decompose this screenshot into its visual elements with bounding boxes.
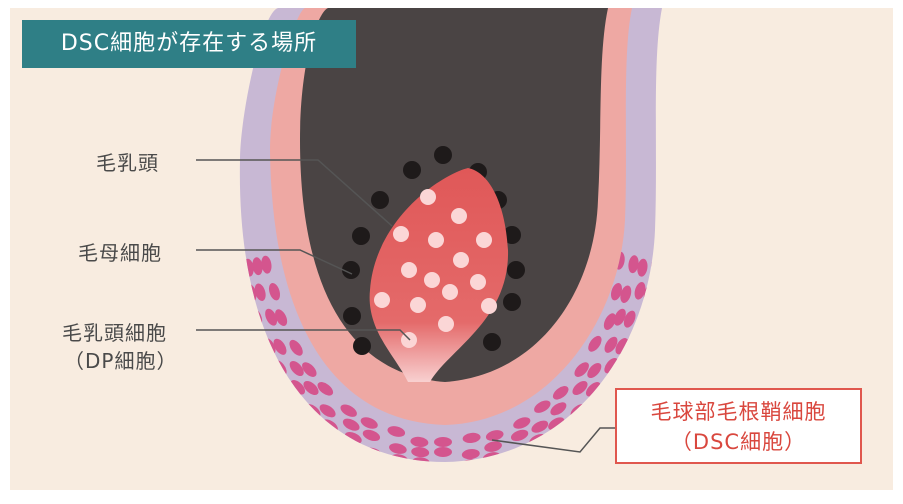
dsc-cell	[387, 426, 406, 437]
dp-cell	[424, 272, 440, 288]
dsc-cell	[289, 339, 303, 356]
dsc-cell	[317, 382, 334, 396]
dsc-cell	[389, 443, 407, 454]
dsc-cell	[531, 420, 549, 433]
dsc-cell	[604, 336, 618, 353]
dsc-cell	[362, 429, 381, 442]
dsc-cell	[513, 417, 531, 429]
dsc-cell	[461, 449, 480, 460]
dsc-cell	[302, 362, 317, 377]
dsc-cell	[434, 437, 452, 447]
dsc-cell	[319, 404, 336, 418]
matrix-cell	[352, 227, 370, 245]
label-dp-cells-abbr: （DP細胞）	[64, 349, 178, 373]
dsc-cell	[303, 380, 319, 396]
dsc-cell	[261, 255, 272, 274]
label-matrix-cells: 毛母細胞	[78, 241, 162, 265]
callout-line-1: 毛球部毛根鞘細胞	[650, 400, 827, 424]
dsc-cell	[434, 447, 452, 457]
dp-cell	[374, 292, 390, 308]
dp-cell	[438, 316, 454, 332]
dsc-cell	[585, 382, 601, 397]
dp-cell	[481, 298, 497, 314]
dp-cell	[453, 252, 469, 268]
dsc-cell	[342, 418, 360, 431]
dermal-papilla	[369, 168, 509, 382]
matrix-cell	[403, 161, 421, 179]
dsc-cell	[265, 308, 278, 326]
matrix-cell	[507, 261, 525, 279]
matrix-cell	[353, 337, 371, 355]
dsc-cell	[411, 447, 430, 458]
matrix-cell	[371, 191, 389, 209]
dsc-cell	[360, 417, 378, 429]
leader-line-papilla	[196, 159, 393, 227]
dsc-cell	[550, 402, 567, 416]
matrix-cell	[503, 226, 521, 244]
dsc-cell	[588, 335, 602, 352]
dsc-cell	[510, 429, 529, 442]
dp-cell	[420, 189, 436, 205]
dp-cell	[451, 208, 467, 224]
leader-lines	[196, 159, 615, 453]
diagram-title: DSC細胞が存在する場所	[22, 20, 356, 68]
callout-line-2: （DSC細胞）	[670, 430, 807, 454]
label-dp-cells: 毛乳頭細胞	[62, 321, 167, 345]
leader-line-dsc	[491, 427, 615, 453]
dsc-cell	[572, 380, 588, 396]
matrix-cell	[342, 261, 360, 279]
dsc-cell	[290, 380, 306, 395]
dsc-cell	[611, 282, 622, 301]
matrix-cell	[483, 333, 501, 351]
dsc-cell	[462, 432, 481, 443]
dsc-cell	[613, 308, 626, 326]
dsc-cell	[484, 441, 502, 452]
dsc-cell	[603, 313, 616, 330]
dsc-cell	[623, 310, 636, 328]
dsc-cell	[410, 436, 429, 447]
dsc-cell	[252, 257, 263, 276]
leader-line-matrix	[196, 249, 353, 275]
dsc-cell	[485, 430, 504, 441]
dsc-cell	[412, 457, 430, 462]
dsc-cell	[340, 404, 357, 417]
dsc-cell	[552, 386, 569, 400]
dp-cell	[428, 232, 444, 248]
dsc-cell	[269, 282, 280, 301]
dsc-cell	[604, 357, 619, 374]
dsc-cell	[574, 362, 589, 377]
dp-cell	[401, 262, 417, 278]
dp-cell	[393, 226, 409, 242]
dsc-cell	[273, 338, 287, 355]
leader-line-dp-cells	[196, 329, 411, 341]
dsc-cell	[289, 360, 304, 377]
dsc-callout-box: 毛球部毛根鞘細胞 （DSC細胞）	[615, 388, 862, 464]
dp-cell-dots	[374, 189, 497, 348]
dsc-cell	[534, 400, 551, 413]
dp-cell	[442, 284, 458, 300]
dsc-cell	[628, 255, 639, 274]
matrix-cell	[343, 307, 361, 325]
dsc-cell	[587, 362, 602, 379]
label-dermal-papilla: 毛乳頭	[96, 151, 159, 175]
dp-cell	[470, 274, 486, 290]
dp-cell	[476, 232, 492, 248]
matrix-cell	[503, 293, 521, 311]
dp-cell	[410, 297, 426, 313]
matrix-cell	[434, 146, 452, 164]
dsc-cell	[634, 282, 646, 300]
dsc-cell	[637, 258, 648, 277]
dsc-cell	[275, 309, 288, 326]
dsc-cell	[254, 283, 266, 301]
dsc-cell	[620, 285, 632, 303]
